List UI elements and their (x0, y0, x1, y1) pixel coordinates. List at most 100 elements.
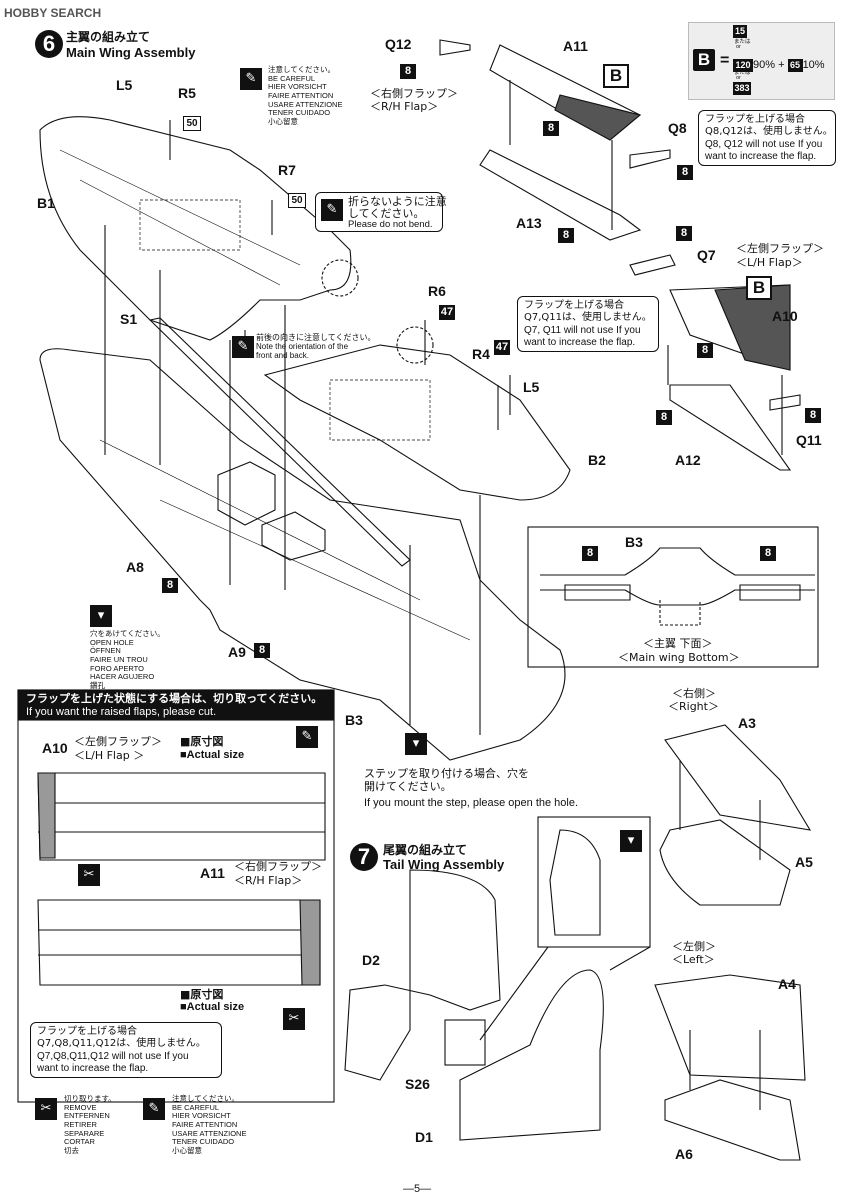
tailplane-a3-outline (664, 724, 812, 831)
part-label-a12: A12 (675, 452, 701, 468)
part-label-q8: Q8 (668, 120, 687, 136)
code-8a: 8 (162, 578, 178, 593)
raise-flap-note-all: フラップを上げる場合 Q7,Q8,Q11,Q12は、使用しません。 Q7,Q8,… (30, 1022, 222, 1078)
careful-icon-3: ✎ (232, 336, 254, 358)
careful-icon-2: ✎ (321, 199, 343, 221)
cut-a10-en: ＜L/H Flap ＞ (74, 749, 145, 762)
cut-a11-en: ＜R/H Flap＞ (234, 874, 303, 887)
drill-icon: ▾ (90, 605, 112, 627)
careful-icon-5: ✎ (143, 1098, 165, 1120)
part-label-a3: A3 (738, 715, 756, 731)
part-label-a6: A6 (675, 1146, 693, 1162)
part-label-d1: D1 (415, 1129, 433, 1145)
remove-icon-2: ✂ (283, 1008, 305, 1030)
wheel-well-box (217, 461, 276, 526)
actual-size-jp-1: ■原寸図 (180, 735, 224, 748)
actual-size-en-2: ■Actual size (180, 1001, 245, 1013)
part-label-a11: A11 (563, 38, 588, 54)
drill-icon-2: ▾ (405, 733, 427, 755)
tail-left-en: ＜Left＞ (672, 953, 715, 966)
paint-b-a11: B (603, 64, 629, 88)
cut-box-header-jp: フラップを上げた状態にする場合は、切り取ってください。 (26, 692, 323, 705)
part-label-a5: A5 (795, 854, 813, 870)
part-label-a10: A10 (772, 308, 798, 324)
part-label-r6: R6 (428, 283, 446, 299)
site-logo[interactable]: HOBBY SEARCH (4, 6, 102, 20)
part-label-q11: Q11 (796, 432, 822, 448)
code-47b: 47 (494, 340, 510, 355)
tailplane-a4-outline (654, 974, 806, 1081)
part-label-l5b: L5 (523, 379, 540, 395)
paint-code-383: 383 (733, 82, 751, 95)
tail-d1-outline (459, 969, 604, 1141)
part-label-a9: A9 (228, 644, 246, 660)
part-label-q12: Q12 (385, 36, 412, 52)
code-50b: 50 (288, 193, 306, 208)
code-8l: 8 (760, 546, 776, 561)
actual-size-jp-2: ■原寸図 (180, 988, 224, 1001)
cut-part-a11: A11 (200, 865, 225, 881)
part-label-r7: R7 (278, 162, 296, 178)
wing-bottom-box (527, 526, 819, 668)
flap-left-jp: ＜左側フラップ＞ (736, 242, 824, 255)
drill-icon-3: ▾ (620, 830, 642, 852)
tailplane-a5-outline (659, 819, 791, 906)
step7-number: 7 (350, 843, 378, 871)
part-label-r4: R4 (472, 346, 490, 362)
flap-left-en: ＜L/H Flap＞ (736, 256, 803, 269)
flap-right-en: ＜R/H Flap＞ (370, 100, 439, 113)
paint-code-15: 15 (733, 25, 747, 38)
code-47a: 47 (439, 305, 455, 320)
part-label-a8: A8 (126, 559, 144, 575)
tail-right-en: ＜Right＞ (668, 700, 719, 713)
paint-b-big: B (693, 49, 715, 71)
cut-a11-jp: ＜右側フラップ＞ (234, 860, 322, 873)
wing-a8-a9-b3-outline (39, 348, 566, 761)
careful-icon-4: ✎ (296, 726, 318, 748)
code-8c: 8 (400, 64, 416, 79)
step6-number: 6 (35, 30, 63, 58)
cut-a10-jp: ＜左側フラップ＞ (74, 735, 162, 748)
part-label-s26: S26 (405, 1076, 430, 1092)
step6-title-en: Main Wing Assembly (66, 45, 196, 60)
flap-a12-outline (669, 384, 792, 471)
a10-flap-outline (37, 772, 326, 861)
code-50a: 50 (183, 116, 201, 131)
code-8e: 8 (677, 165, 693, 180)
no-bend-note: ✎ 折らないように注意 してください。 Please do not bend. (315, 192, 447, 232)
flap-a13-outline (479, 149, 642, 241)
step-note-en: If you mount the step, please open the h… (364, 797, 579, 809)
wing-bottom-caption-en: ＜Main wing Bottom＞ (618, 651, 740, 664)
step-note-jp: ステップを取り付ける場合、穴を開けてください。 (364, 767, 529, 794)
tail-left-jp: ＜左側＞ (672, 940, 716, 953)
part-label-b3: B3 (345, 712, 363, 728)
wing-b2-outline (263, 344, 571, 501)
code-8g: 8 (676, 226, 692, 241)
tail-right-jp: ＜右側＞ (672, 687, 716, 700)
orientation-note: 前後の向きに注意してください。Note the orientation of t… (256, 333, 376, 361)
remove-icon-3: ✂ (35, 1098, 57, 1120)
part-s26-outline (444, 1019, 486, 1066)
part-label-l5: L5 (116, 77, 133, 93)
code-8d: 8 (543, 121, 559, 136)
code-8f: 8 (558, 228, 574, 243)
cut-box-header-en: If you want the raised flaps, please cut… (26, 706, 217, 718)
part-label-d2: D2 (362, 952, 380, 968)
careful-icon: ✎ (240, 68, 262, 90)
tailplane-a6-outline (664, 1079, 801, 1161)
code-8h: 8 (697, 343, 713, 358)
page-number: —5— (403, 1183, 432, 1195)
code-8k: 8 (582, 546, 598, 561)
cut-part-a10: A10 (42, 740, 68, 756)
code-8b: 8 (254, 643, 270, 658)
paint-b-a10: B (746, 276, 772, 300)
part-label-b2: B2 (588, 452, 606, 468)
raise-flap-note-left: フラップを上げる場合 Q7,Q11は、使用しません。 Q7, Q11 will … (517, 296, 659, 352)
part-label-q7: Q7 (697, 247, 716, 263)
